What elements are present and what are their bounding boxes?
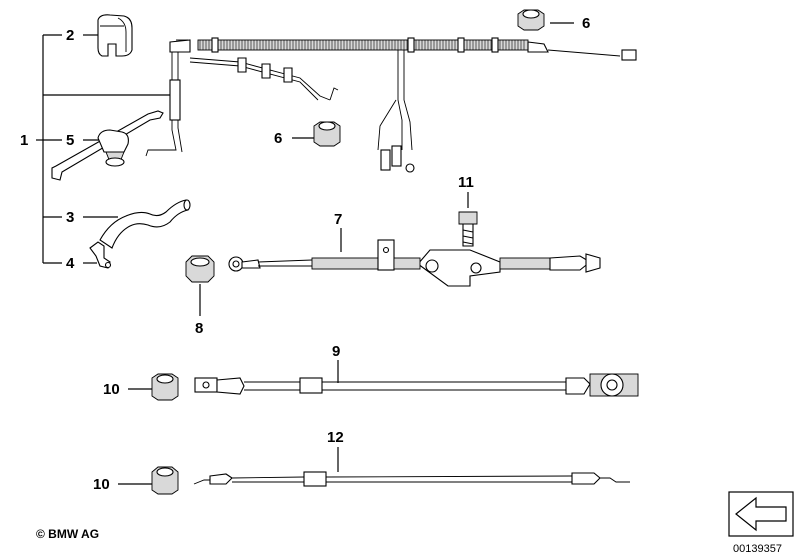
part-5-cable-tie (51, 110, 164, 181)
eyelet-terminals (237, 57, 293, 83)
part-10-nut-upper (128, 373, 179, 401)
conduit-ribs (199, 40, 548, 269)
label-12: 12 (327, 429, 344, 446)
label-6-top: 6 (582, 15, 590, 32)
diagram-number: 00139357 (733, 543, 782, 555)
label-11: 11 (458, 174, 474, 191)
label-7: 7 (334, 211, 342, 228)
label-9: 9 (332, 343, 340, 360)
label-10-lower: 10 (93, 476, 110, 493)
label-10-upper: 10 (103, 381, 120, 398)
part-6-nut-middle (292, 121, 341, 147)
copyright-text: © BMW AG (36, 527, 99, 541)
part-2-clip (83, 14, 133, 57)
label-4: 4 (66, 255, 75, 272)
label-1: 1 (20, 132, 28, 149)
label-6-middle: 6 (274, 130, 282, 147)
main-wiring-harness (145, 37, 637, 269)
part-10-nut-lower (118, 466, 179, 495)
part-3-hose (83, 199, 191, 249)
part-labels: 2 1 5 3 4 6 6 7 11 8 9 10 12 10 (20, 15, 590, 493)
label-8: 8 (195, 320, 203, 337)
part-12-cable (193, 447, 630, 487)
label-5: 5 (66, 132, 74, 149)
group-bracket (36, 34, 178, 264)
part-4-fitting (83, 241, 112, 269)
part-6-nut-top (517, 9, 574, 31)
part-7-ground-cable (228, 228, 601, 287)
arrow-left-icon (728, 491, 794, 537)
label-3: 3 (66, 209, 74, 226)
part-9-battery-cable (194, 360, 639, 397)
part-8-nut (185, 255, 215, 316)
label-2: 2 (66, 27, 74, 44)
part-11-bolt (458, 192, 478, 247)
